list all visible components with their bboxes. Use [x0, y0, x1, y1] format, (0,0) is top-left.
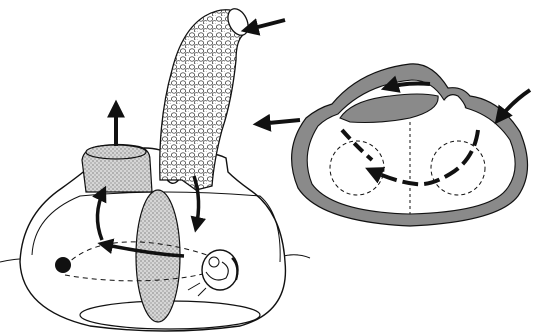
section-inflow-arrow: [498, 90, 530, 120]
anus-dot: [55, 257, 71, 273]
body-panel: [0, 6, 310, 331]
cross-section-panel: [258, 64, 530, 226]
inhalant-siphon: [160, 10, 245, 190]
exhalant-opening: [86, 145, 146, 159]
section-outflow-arrow: [258, 120, 300, 124]
inflow-arrow: [246, 20, 285, 30]
